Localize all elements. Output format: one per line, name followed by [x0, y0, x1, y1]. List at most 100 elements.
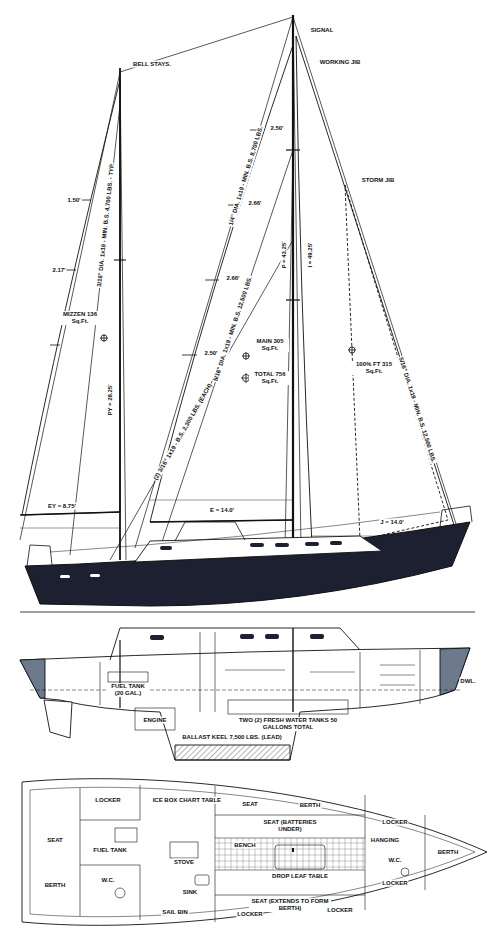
drawing-label: PY = 28.25': [107, 383, 114, 416]
centre-of-effort: [243, 353, 249, 359]
accommodation-plan: [365, 870, 366, 910]
accommodation-plan: [30, 787, 475, 916]
inboard-profile: [310, 672, 355, 673]
hull-profile: [440, 506, 472, 527]
hull-profile: [250, 543, 264, 547]
centre-of-effort: [242, 352, 250, 360]
inboard-profile: [380, 675, 415, 676]
inboard-profile: [265, 634, 279, 639]
drawing-label: STOVE: [173, 859, 195, 866]
dimension-lines: [150, 500, 293, 501]
drawing-label: DWL.: [459, 678, 476, 685]
drawing-label: SAIL BIN: [161, 909, 189, 916]
drawing-label: LOCKER: [326, 907, 353, 914]
sails: [22, 80, 120, 515]
standing-rigging: [20, 17, 458, 560]
drawing-label: TWO (2) FRESH WATER TANKS 50 GALLONS TOT…: [232, 717, 344, 731]
drawing-label: SINK: [182, 889, 198, 896]
inboard-profile: [100, 662, 101, 705]
drawing-label: CHART TABLE: [178, 797, 222, 804]
inboard-profile: [215, 632, 216, 712]
drawing-label: BERTH: [437, 849, 460, 856]
standing-rigging: [293, 17, 301, 548]
drawing-label: 2.50': [269, 125, 284, 132]
drawing-label: ICE BOX: [152, 797, 179, 804]
standing-rigging: [160, 150, 293, 548]
accommodation-plan: [215, 895, 365, 896]
inboard-profile: [310, 634, 324, 639]
sails: [296, 36, 455, 546]
drawing-label: WORKING JIB: [319, 59, 362, 66]
inboard-profile: [20, 659, 45, 698]
hull-profile: [90, 574, 100, 577]
drawing-label: 2.50': [203, 350, 218, 357]
masts-and-booms: [286, 299, 300, 300]
battens: [82, 200, 91, 201]
inboard-profile: [150, 635, 164, 640]
accommodation-plan: [215, 815, 365, 816]
dimension-lines: [20, 528, 120, 529]
drawing-label: LOCKER: [381, 819, 408, 826]
battens: [50, 130, 262, 355]
drawing-label: LOCKER: [236, 911, 263, 918]
centre-of-effort: [348, 346, 356, 354]
inboard-profile: [240, 634, 254, 639]
accommodation-plan: [170, 842, 198, 858]
drawing-label: HANGING: [370, 837, 400, 844]
masts-and-booms: [292, 15, 294, 548]
standing-rigging: [120, 17, 293, 72]
drawing-label: BELL STAYS.: [132, 61, 172, 68]
drawing-label: 2.66': [247, 200, 262, 207]
drawing-label: 1.50': [66, 197, 81, 204]
drawing-label: LOCKER: [381, 880, 408, 887]
hull-profile: [330, 541, 342, 545]
drawing-label: SEAT: [241, 801, 259, 808]
accommodation-plan: [80, 785, 425, 922]
accommodation-plan: [80, 788, 81, 916]
inboard-profile: [175, 745, 290, 760]
inboard-profile: [108, 672, 148, 682]
hull-profile: [305, 542, 319, 546]
inboard-profile: [20, 648, 470, 760]
drawing-label: STORM JIB: [361, 177, 396, 184]
drawing-label: W.C.: [101, 877, 116, 884]
accommodation-plan: [140, 785, 141, 820]
drawing-label: MIZZEN 136 Sq.Ft.: [61, 311, 99, 325]
drawing-label: FUEL TANK: [92, 847, 127, 854]
drawing-label: 2.17': [51, 267, 66, 274]
accommodation-plan: [140, 865, 141, 920]
drawing-label: DROP LEAF TABLE: [271, 873, 329, 880]
accommodation-plan: [275, 845, 325, 869]
inboard-profile: [420, 650, 421, 704]
accommodation-plan: [215, 838, 365, 870]
drawing-label: SIGNAL: [310, 27, 335, 34]
hull-profile: [25, 522, 470, 606]
sails: [150, 45, 293, 522]
hull-profile: [60, 541, 342, 578]
drawing-label: W.C.: [388, 857, 403, 864]
drawing-label: J = 14.0': [379, 519, 404, 526]
battens: [66, 270, 76, 271]
centre-of-effort: [101, 335, 107, 341]
hull-profile: [275, 543, 289, 547]
accommodation-plan: [115, 888, 125, 898]
accommodation-plan: [292, 848, 294, 852]
standing-rigging: [110, 240, 293, 560]
drawing-label: ENGINE: [142, 717, 167, 724]
battens: [205, 280, 219, 281]
drawing-label: E = 14.0': [209, 507, 235, 514]
standing-rigging: [70, 105, 120, 555]
drawing-label: MAIN 305 Sq.Ft.: [251, 338, 289, 352]
drawing-label: P = 43.25': [281, 240, 288, 269]
inboard-profile: [380, 665, 415, 666]
hull-profile: [20, 612, 475, 613]
drawing-label: TOTAL 756 Sq.Ft.: [249, 371, 291, 385]
drawing-label: SEAT (BATTERIES UNDER): [254, 819, 326, 833]
accommodation-plan: [80, 820, 140, 821]
inboard-profile: [150, 634, 324, 640]
accommodation-plan: [80, 865, 140, 866]
inboard-profile: [110, 628, 360, 660]
accommodation-plan: [22, 779, 487, 926]
sails: [22, 36, 455, 546]
drawing-label: FUEL TANK (20 GAL.): [108, 683, 148, 697]
